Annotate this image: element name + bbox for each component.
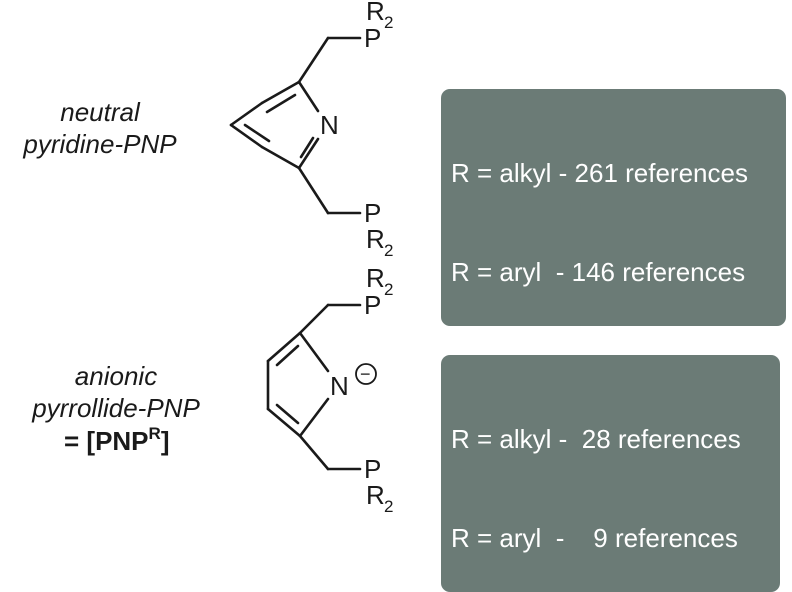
pyrrollide-top-r: R	[366, 263, 385, 293]
negative-charge-sign: −	[360, 364, 371, 384]
pyrrollide-ref-aryl: R = aryl - 9 references	[451, 523, 738, 553]
pyridine-bond	[260, 145, 301, 170]
pyridine-bond	[260, 80, 301, 105]
pyrrollide-structure	[266, 303, 377, 471]
pyridine-bond	[297, 137, 320, 170]
pyridine-bond	[297, 80, 320, 113]
pyrrollide-bond	[266, 331, 302, 363]
pyrrollide-double-bond	[275, 403, 300, 425]
pyrrollide-ref-alkyl: R = alkyl - 28 references	[451, 424, 741, 454]
pyridine-bottom-p: P	[364, 198, 381, 228]
pyridine-double-bond	[265, 93, 297, 114]
pyridine-bond	[229, 101, 264, 127]
pyrrollide-bond	[298, 331, 330, 373]
pyrrollide-atom-n: N	[330, 371, 349, 401]
pyridine-label: neutral pyridine-PNP	[0, 96, 200, 160]
structure-diagram: N P R 2 P R 2 N − P R 2 P R 2	[229, 0, 393, 516]
pyrrollide-references-box: R = alkyl - 28 references R = aryl - 9 r…	[441, 355, 780, 592]
pyrrollide-top-r-sub: 2	[384, 280, 393, 299]
pyridine-label-line1: neutral	[60, 97, 140, 127]
pyridine-double-bond	[243, 123, 271, 143]
pyrrollide-bottom-r-sub: 2	[384, 497, 393, 516]
pyrrollide-top-p: P	[364, 290, 381, 320]
pyrrollide-bottom-p: P	[364, 454, 381, 484]
pyridine-atoms: N P R 2 P R 2	[320, 0, 393, 260]
pyridine-top-p: P	[364, 23, 381, 53]
pyridine-ref-aryl: R = aryl - 146 references	[451, 257, 746, 287]
pyridine-atom-n: N	[320, 110, 339, 140]
pyridine-top-r: R	[366, 0, 385, 26]
pyrrollide-label-line1: anionic	[74, 361, 158, 391]
pyridine-label-line2: pyridine-PNP	[23, 129, 177, 159]
pyridine-bottom-r-sub: 2	[384, 241, 393, 260]
pyridine-double-bond	[299, 136, 315, 159]
pyridine-bottom-r: R	[366, 224, 385, 254]
pyridine-top-r-sub: 2	[384, 13, 393, 32]
pyrrollide-atoms: N − P R 2 P R 2	[330, 263, 393, 516]
negative-charge-circle	[355, 363, 377, 385]
pnp-formula-prefix: = [PNP	[64, 426, 149, 456]
pyrrollide-label: anionic pyrrollide-PNP	[0, 360, 232, 424]
pnp-formula-sup: R	[148, 424, 161, 443]
pyridine-ref-alkyl: R = alkyl - 261 references	[451, 158, 748, 188]
pyrrollide-bond	[298, 397, 330, 438]
pyrrollide-bond	[298, 434, 330, 471]
pyridine-bond	[297, 36, 330, 84]
pyrrollide-label-line2: pyrrollide-PNP	[32, 393, 200, 423]
pyridine-references-box: R = alkyl - 261 references R = aryl - 14…	[441, 89, 786, 326]
pnp-formula-suffix: ]	[160, 426, 170, 456]
pyrrollide-double-bond	[275, 344, 300, 367]
pyrrollide-bond	[266, 407, 302, 438]
pyridine-bond	[297, 166, 330, 215]
pyridine-bond	[229, 123, 264, 149]
pnp-formula-label: = [PNPR]	[64, 425, 169, 457]
pyrrollide-bond	[298, 303, 330, 335]
pyrrollide-bottom-r: R	[366, 480, 385, 510]
pyridine-structure	[229, 36, 362, 215]
